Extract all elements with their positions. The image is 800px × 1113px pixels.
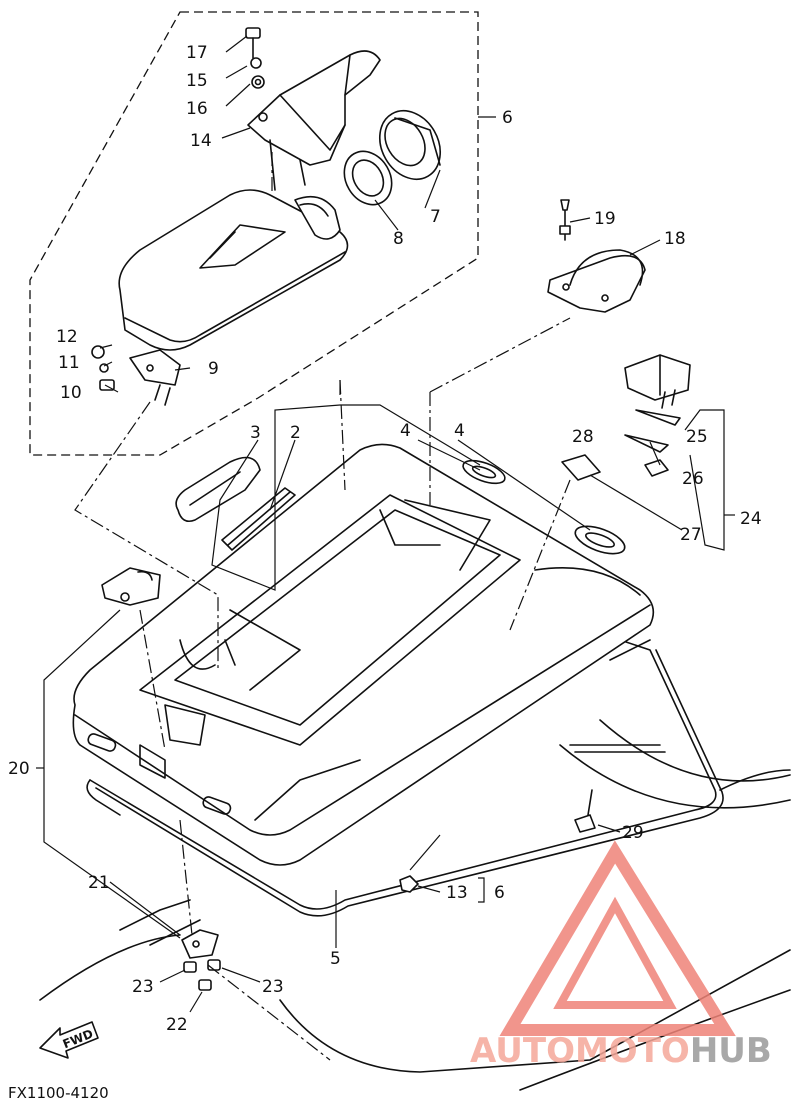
callout-18: 18	[664, 229, 686, 249]
callout-4b: 4	[454, 421, 465, 441]
callout-7: 7	[430, 207, 441, 227]
diagram-code: FX1100-4120	[8, 1084, 109, 1102]
callout-10: 10	[60, 383, 82, 403]
hull-outline	[39, 639, 791, 1091]
fwd-arrow-icon: FWD	[39, 1021, 99, 1059]
assembly-6-boundary	[29, 11, 479, 456]
callout-20: 20	[8, 759, 30, 779]
watermark-text-part1: AUTOMOTO	[470, 1031, 690, 1071]
callout-26: 26	[682, 469, 704, 489]
callout-labels: 17 15 16 14 6 7 8 19 18 12 11 10 9 3 2 4…	[8, 43, 762, 1035]
storage-box-assembly	[118, 189, 349, 351]
callout-6a: 6	[502, 108, 513, 128]
callout-12: 12	[56, 327, 78, 347]
seal-gasket-5	[86, 639, 724, 917]
latch-assembly-24	[561, 354, 691, 481]
callout-28: 28	[572, 427, 594, 447]
callout-27: 27	[680, 525, 702, 545]
hinge-bracket-9	[91, 345, 181, 406]
hinge-20	[101, 567, 161, 606]
hatch-cover-1	[72, 443, 655, 866]
hinge-base-21	[181, 929, 221, 991]
callout-23a: 23	[132, 977, 154, 997]
watermark-logo: AUTOMOTOHUB	[470, 840, 772, 1071]
callout-14: 14	[190, 131, 212, 151]
callout-15: 15	[186, 71, 208, 91]
bracket-14	[247, 50, 381, 191]
callout-19: 19	[594, 209, 616, 229]
callout-11: 11	[58, 353, 80, 373]
callout-13: 13	[446, 883, 468, 903]
seal-3	[175, 456, 261, 523]
ring-8	[343, 150, 393, 206]
callout-6b: 6	[494, 883, 505, 903]
watermark-text-part2: HUB	[690, 1031, 772, 1071]
ring-7	[379, 110, 441, 180]
callout-5: 5	[330, 949, 341, 969]
callout-2: 2	[290, 423, 301, 443]
callout-8: 8	[393, 229, 404, 249]
callout-24: 24	[740, 509, 762, 529]
callout-29: 29	[622, 823, 644, 843]
callout-4a: 4	[400, 421, 411, 441]
callout-9: 9	[208, 359, 219, 379]
callout-16: 16	[186, 99, 208, 119]
bolt-stack-15-17	[245, 27, 265, 89]
nut-13	[399, 875, 419, 893]
callout-23b: 23	[262, 977, 284, 997]
callout-25: 25	[686, 427, 708, 447]
callout-17: 17	[186, 43, 208, 63]
seal-2	[221, 487, 296, 551]
callout-22: 22	[166, 1015, 188, 1035]
watermark-text: AUTOMOTOHUB	[470, 1031, 772, 1071]
leader-lines	[36, 35, 735, 1013]
callout-3: 3	[250, 423, 261, 443]
watermark-triangle-icon	[499, 840, 736, 1036]
strap-18	[547, 199, 646, 313]
bolt-29	[574, 814, 596, 833]
callout-21: 21	[88, 873, 110, 893]
guide-lines	[74, 152, 571, 1061]
